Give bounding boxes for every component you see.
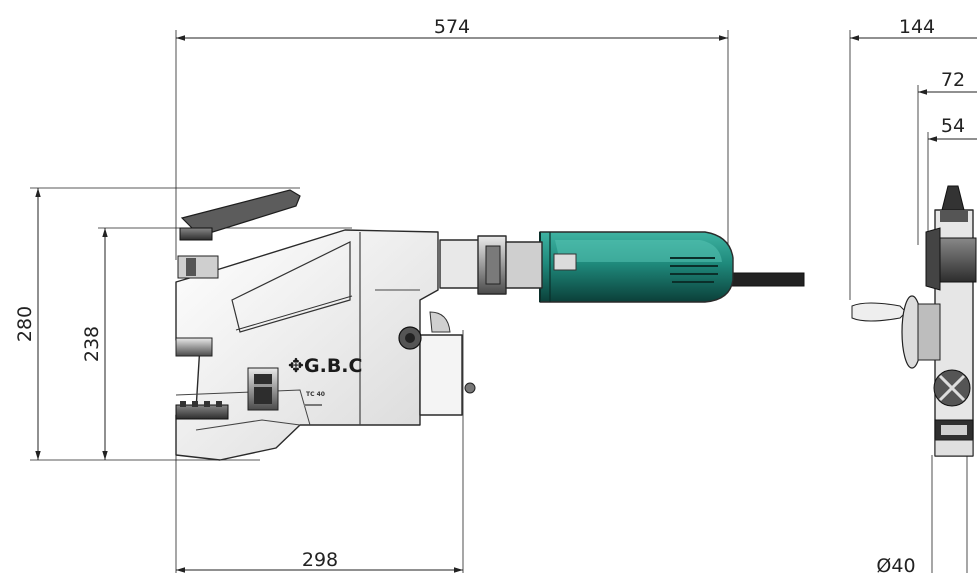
dim-label-overall-length: 574: [434, 16, 470, 38]
dimension-side-54: 54: [927, 115, 977, 235]
dim-label-overall-height: 280: [14, 306, 36, 342]
dimension-side-72: 72: [917, 69, 977, 245]
serial-plate: [304, 404, 322, 406]
machine-front-view: ✥ G.B.C TC 40: [175, 189, 805, 461]
model-label: TC 40: [306, 391, 325, 398]
hand-wheel: [851, 295, 941, 369]
gear-head: [439, 235, 543, 295]
machine-side-view: [851, 185, 977, 457]
machine-body: [175, 229, 439, 461]
dim-label-side-72: 72: [941, 69, 965, 91]
brand-label: G.B.C: [304, 355, 362, 377]
side-housing: [419, 334, 463, 416]
dimension-body-length: 298: [175, 330, 464, 573]
body-knob: [398, 326, 422, 350]
svg-text:✥: ✥: [288, 355, 304, 377]
clamp-lever: [175, 189, 301, 357]
motor-housing: [539, 231, 734, 303]
dim-label-diameter: Ø40: [876, 555, 915, 573]
brand-logo: ✥ G.B.C: [288, 355, 362, 377]
dim-label-body-length: 298: [302, 549, 338, 571]
dim-label-side-width: 144: [899, 16, 935, 38]
dim-label-side-54: 54: [941, 115, 965, 137]
dimension-diameter: Ø40: [876, 455, 968, 573]
dimension-overall-length: 574: [175, 16, 729, 285]
lower-clamp: [175, 401, 229, 420]
dim-label-height-238: 238: [81, 326, 103, 362]
power-cord: [729, 272, 805, 287]
cutter-head: [247, 367, 279, 411]
dimension-side-width: 144: [849, 16, 977, 300]
